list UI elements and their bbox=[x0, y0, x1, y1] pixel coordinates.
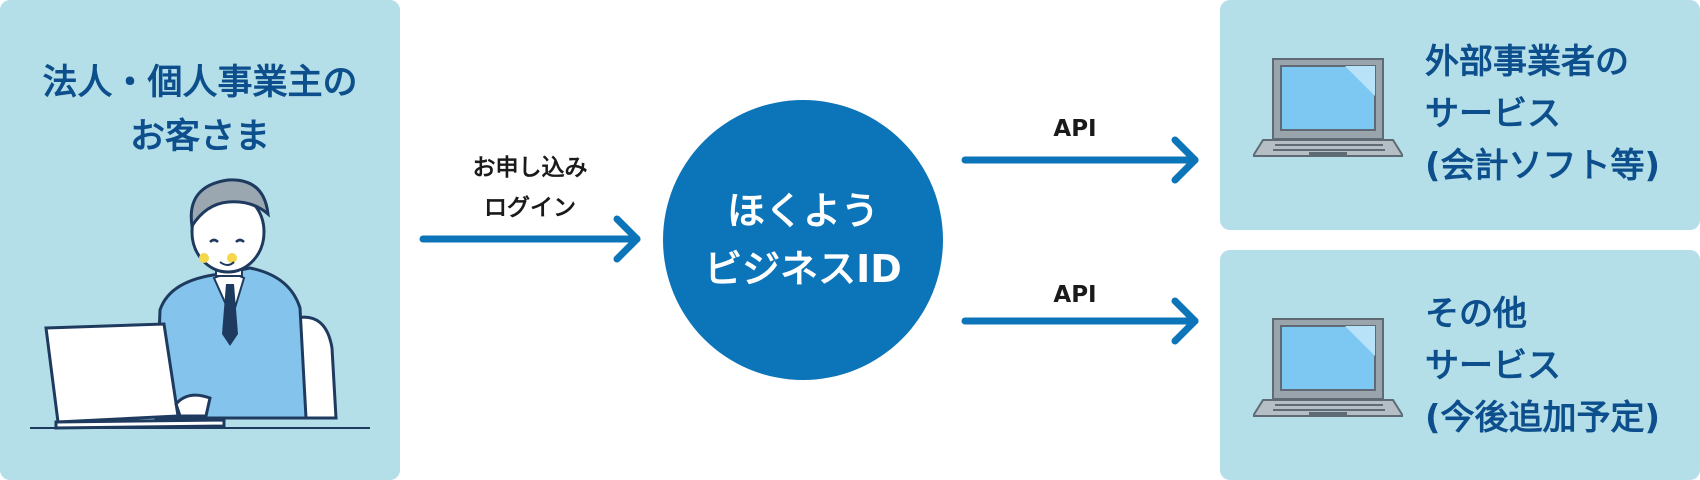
laptop-icon bbox=[1253, 318, 1403, 417]
customer-title-line1: 法人・個人事業主の bbox=[42, 63, 358, 103]
external-service-line1: 外部事業者の bbox=[1425, 42, 1629, 82]
laptop-icon bbox=[1253, 58, 1403, 157]
external-service-text: 外部事業者の サービス (会計ソフト等) bbox=[1425, 36, 1660, 192]
apply-arrow bbox=[419, 215, 641, 263]
api-label-bottom: API bbox=[1053, 282, 1097, 308]
other-service-line1: その他 bbox=[1425, 294, 1527, 334]
other-service-line3: (今後追加予定) bbox=[1425, 398, 1661, 438]
service-panel-other: その他 サービス (今後追加予定) bbox=[1220, 250, 1700, 480]
external-service-line3: (会計ソフト等) bbox=[1425, 146, 1661, 186]
apply-label-line2: ログイン bbox=[484, 195, 576, 221]
api-arrow-top bbox=[961, 136, 1199, 184]
apply-label-line1: お申し込み bbox=[472, 155, 588, 181]
api-label-top: API bbox=[1053, 116, 1097, 142]
hokuyo-business-id-hub: ほくよう ビジネスID bbox=[663, 100, 943, 380]
customer-title: 法人・個人事業主の お客さま bbox=[0, 56, 400, 164]
service-panel-external: 外部事業者の サービス (会計ソフト等) bbox=[1220, 0, 1700, 230]
hub-line2: ビジネスID bbox=[704, 247, 902, 291]
external-service-line2: サービス bbox=[1425, 94, 1561, 134]
customer-title-line2: お客さま bbox=[129, 117, 270, 157]
other-service-line2: サービス bbox=[1425, 346, 1561, 386]
hub-line1: ほくよう bbox=[726, 189, 879, 233]
apply-arrow-label: お申し込み ログイン bbox=[430, 148, 630, 228]
customer-panel: 法人・個人事業主の お客さま bbox=[0, 0, 400, 480]
businessman-illustration bbox=[30, 178, 370, 430]
api-arrow-bottom bbox=[961, 297, 1199, 345]
other-service-text: その他 サービス (今後追加予定) bbox=[1425, 288, 1660, 444]
